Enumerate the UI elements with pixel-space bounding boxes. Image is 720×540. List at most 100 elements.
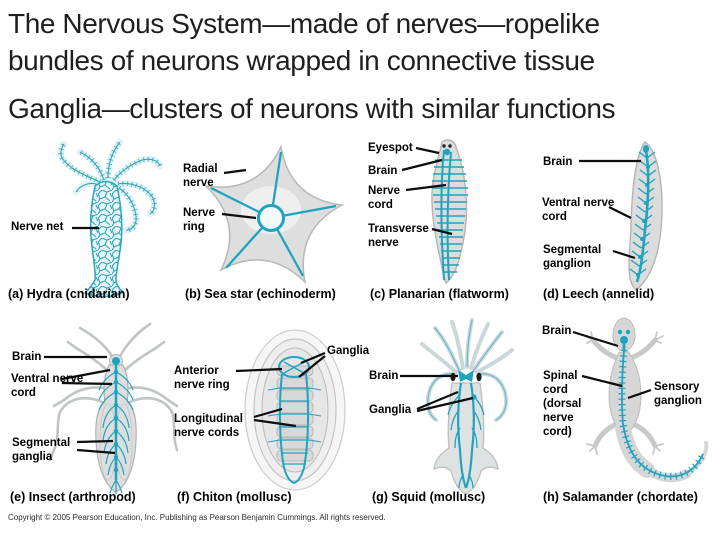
spinal-cord-shape <box>621 349 704 478</box>
salamander-illustration <box>572 317 709 483</box>
chiton-illustration <box>235 329 346 491</box>
nerve-ring-shape <box>257 204 285 232</box>
squid-mantle <box>433 382 499 495</box>
hydra-body <box>83 180 125 298</box>
label-ventral-nerve-cord: Ventral nerve cord <box>542 197 615 224</box>
ventral-nerve-cord-shape <box>635 149 650 283</box>
hydra-tentacles <box>57 138 164 234</box>
pointer-line <box>298 355 326 378</box>
pointer-line <box>612 249 636 260</box>
nerve-cords <box>440 149 452 281</box>
panel-hydra: Nerve net (a) Hydra (cnidarian) <box>0 130 178 310</box>
label-spinal-cord: Spinal cord (dorsal nerve cord) <box>543 370 582 439</box>
pointer-line <box>76 439 114 444</box>
tentacle-nerves <box>427 319 507 421</box>
ganglion-dots <box>636 165 650 277</box>
label-radial-nerve: Radial nerve <box>183 163 218 190</box>
planarian-illustration <box>401 139 468 285</box>
label-brain: Brain <box>369 370 399 382</box>
copyright-text: Copyright © 2005 Pearson Education, Inc.… <box>8 513 386 522</box>
panel-insect: Brain Ventral nerve cord Segmental gangl… <box>0 310 178 510</box>
planarian-brain <box>443 148 451 156</box>
salamander-brain <box>617 329 631 350</box>
squid-brain <box>458 370 474 382</box>
ganglion-dots <box>113 369 119 473</box>
pointer-line <box>300 351 326 365</box>
squid-eye <box>476 372 482 382</box>
panel-chiton: Ganglia Anterior nerve ring Longitudinal… <box>172 310 369 510</box>
pointer-line <box>61 381 113 386</box>
label-nerve-ring: Nerve ring <box>183 207 215 234</box>
pointer-line <box>627 388 652 400</box>
caption-squid: (g) Squid (mollusc) <box>372 490 486 504</box>
label-brain: Brain <box>543 156 573 168</box>
caption-chiton: (f) Chiton (mollusc) <box>177 490 292 504</box>
longitudinal-nerve-cords-shape <box>278 373 310 484</box>
pointer-line <box>235 367 283 373</box>
label-segmental-ganglia: Segmental ganglia <box>12 437 71 464</box>
label-ganglia: Ganglia <box>369 404 412 416</box>
label-ganglia: Ganglia <box>327 345 370 357</box>
insect-illustration <box>44 322 178 494</box>
label-sensory-ganglion: Sensory ganglion <box>654 381 702 408</box>
pointer-line <box>572 330 619 348</box>
pointer-line <box>223 168 247 175</box>
ring-cross <box>283 361 305 374</box>
pointer-line <box>608 206 632 219</box>
eyespot-dot <box>442 144 446 148</box>
label-ventral-nerve-cord: Ventral nerve cord <box>11 373 84 400</box>
pointer-line <box>221 212 257 220</box>
pointer-line <box>416 396 474 413</box>
transverse-connectives <box>280 387 309 465</box>
pointer-line <box>405 183 447 192</box>
nervous-system-figure: Nerve net (a) Hydra (cnidarian) Radial n <box>0 130 720 512</box>
salamander-toes <box>584 331 664 455</box>
pointer-line <box>61 368 111 381</box>
pointer-line <box>253 407 283 419</box>
title-block: The Nervous System—made of nerves—ropeli… <box>8 6 708 126</box>
pointer-line <box>415 146 440 155</box>
pointer-line <box>581 374 623 388</box>
pointer-line <box>76 448 116 455</box>
caption-sea-star: (b) Sea star (echinoderm) <box>185 287 336 301</box>
caption-hydra: (a) Hydra (cnidarian) <box>8 287 130 301</box>
caption-planarian: (c) Planarian (flatworm) <box>370 287 509 301</box>
caption-salamander: (h) Salamander (chordate) <box>543 490 698 504</box>
panel-squid: Brain Ganglia (g) Squid (mollusc) <box>360 310 535 510</box>
label-nerve-net: Nerve net <box>11 221 64 233</box>
label-brain: Brain <box>368 165 398 177</box>
label-longitudinal-nerve-cords: Longitudinal nerve cords <box>174 413 243 440</box>
label-transverse-nerve: Transverse nerve <box>368 223 429 250</box>
panel-sea-star: Radial nerve Nerve ring (b) Sea star (ec… <box>178 130 360 310</box>
hydra-illustration <box>57 138 164 298</box>
main-nerve-trunks <box>457 382 475 489</box>
label-segmental-ganglion: Segmental ganglion <box>543 244 602 271</box>
caption-leech: (d) Leech (annelid) <box>543 287 655 301</box>
label-brain: Brain <box>542 325 572 337</box>
sea-star-illustration <box>203 144 345 285</box>
anterior-nerve-ring-shape <box>278 356 310 378</box>
salamander-tail <box>615 420 709 483</box>
pointer-line <box>416 390 459 411</box>
caption-insect: (e) Insect (arthropod) <box>10 490 136 504</box>
slide-subtitle: Ganglia—clusters of neurons with similar… <box>8 92 616 124</box>
leech-brain <box>643 145 649 153</box>
label-anterior-nerve-ring: Anterior nerve ring <box>174 365 230 392</box>
lateral-branches <box>267 387 322 443</box>
panel-salamander: Brain Spinal cord (dorsal nerve cord) Se… <box>535 310 720 510</box>
salamander-legs <box>590 337 658 449</box>
label-eyespot: Eyespot <box>368 142 413 154</box>
eyespot-dot <box>448 144 452 148</box>
slide-title: The Nervous System—made of nerves—ropeli… <box>8 8 600 76</box>
insect-brain <box>112 357 120 365</box>
panel-planarian: Eyespot Brain Nerve cord Transverse nerv… <box>360 130 535 310</box>
pointer-line <box>431 227 453 236</box>
squid-illustration <box>400 318 514 495</box>
segmental-nerves <box>629 151 657 276</box>
label-nerve-cord: Nerve cord <box>368 185 400 212</box>
planarian-body <box>431 139 468 285</box>
pointer-line <box>401 158 443 172</box>
panel-leech: Brain Ventral nerve cord Segmental gangl… <box>535 130 720 310</box>
pointer-line <box>253 418 297 428</box>
